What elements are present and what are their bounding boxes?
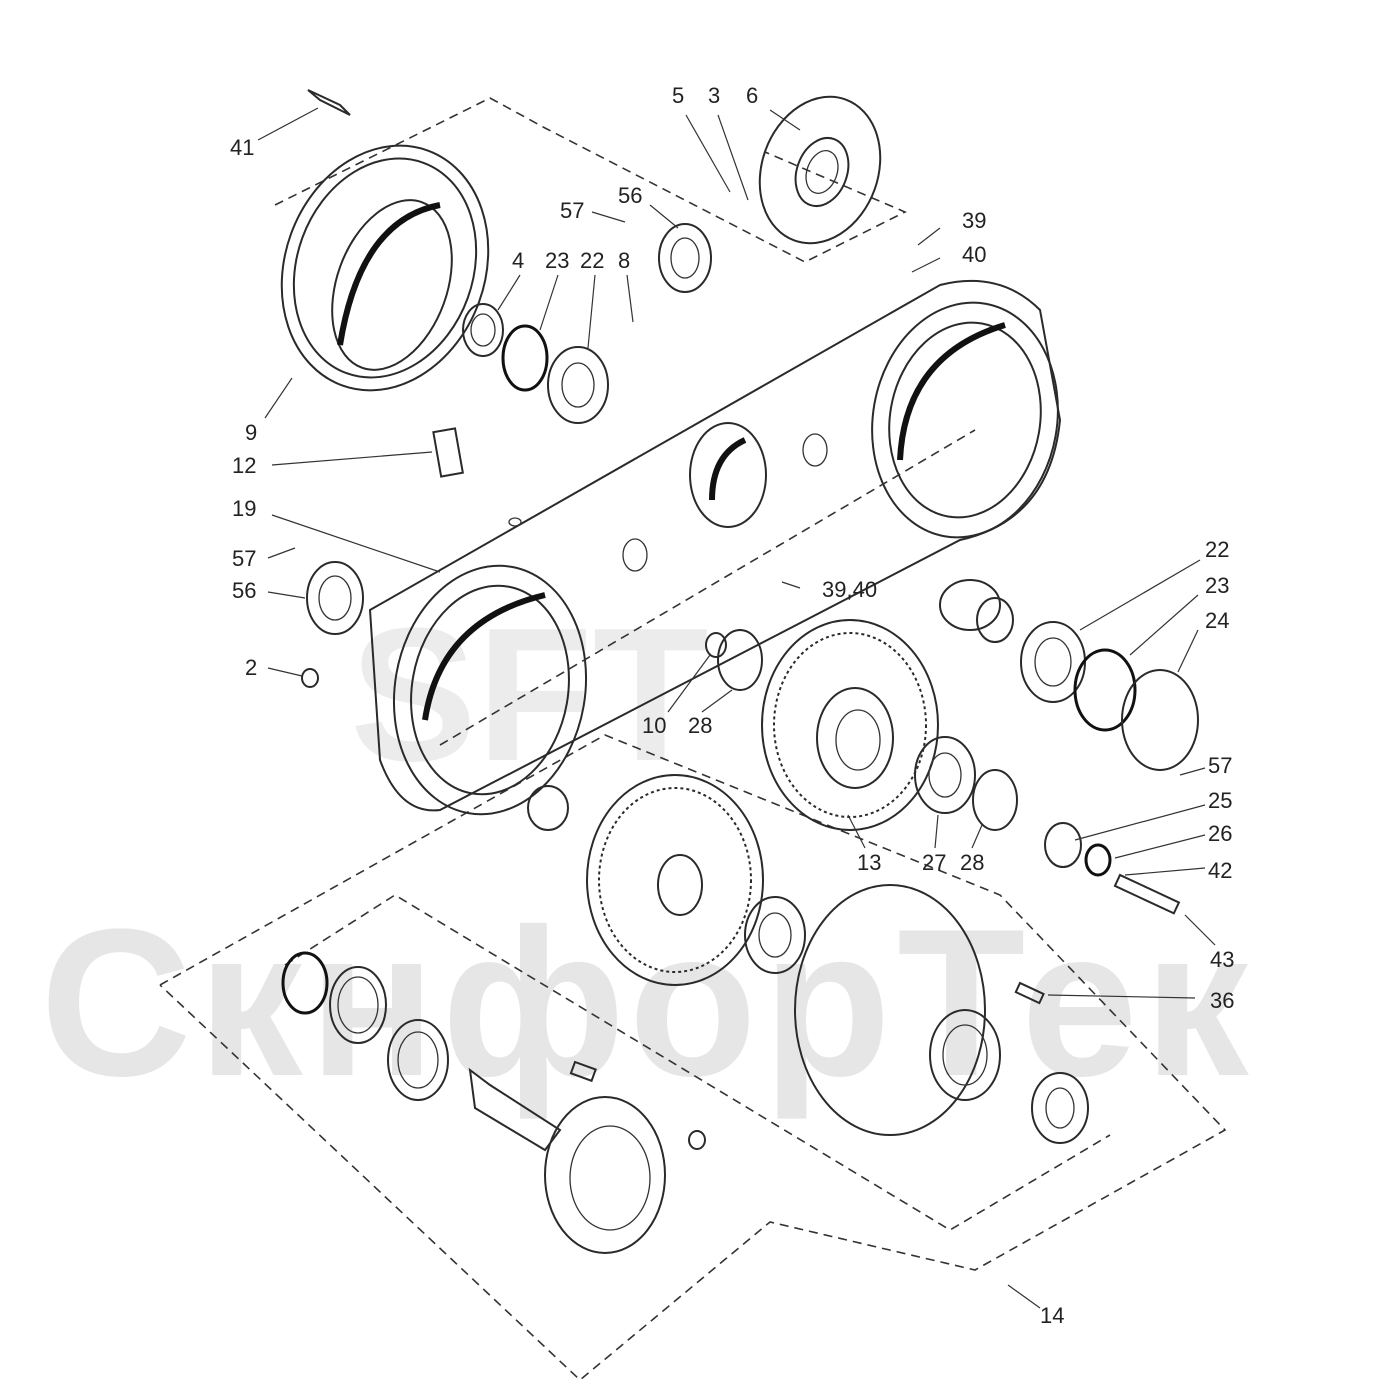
callout-3: 3 (708, 83, 720, 108)
callout-5: 5 (672, 83, 684, 108)
callout-42: 42 (1208, 858, 1232, 883)
callout-41: 41 (230, 135, 254, 160)
callout-25: 25 (1208, 788, 1232, 813)
callout-2: 2 (245, 655, 257, 680)
ring-part-9 (280, 144, 490, 392)
callout-27: 27 (922, 850, 946, 875)
top-small-parts (307, 89, 712, 478)
callout-24: 24 (1205, 608, 1229, 633)
callout-57-top: 57 (560, 198, 584, 223)
watermark-brand: СкнфорТек (40, 885, 1255, 1120)
gear-13 (705, 619, 1018, 831)
callout-28-left: 28 (688, 713, 712, 738)
callout-56-top: 56 (618, 183, 642, 208)
watermark-logo: SFT (350, 589, 709, 801)
callout-9: 9 (245, 420, 257, 445)
callout-22-right: 22 (1205, 537, 1229, 562)
callout-56-left: 56 (232, 578, 256, 603)
callout-19: 19 (232, 496, 256, 521)
callout-23-right: 23 (1205, 573, 1229, 598)
axle-parts (281, 951, 706, 1254)
assembly-outlines (159, 97, 1227, 1382)
callout-labels: 41 5 3 6 57 56 39 4 23 22 8 40 9 12 19 5… (230, 83, 1234, 1328)
callout-6: 6 (746, 83, 758, 108)
cover-part-6 (758, 95, 882, 245)
main-housing (368, 279, 1062, 816)
callout-8: 8 (618, 248, 630, 273)
callout-57-right: 57 (1208, 753, 1232, 778)
left-seal-parts (301, 561, 364, 688)
callout-36: 36 (1210, 988, 1234, 1013)
callout-40: 40 (962, 242, 986, 267)
hub-housing (794, 884, 1089, 1144)
right-shaft-parts (939, 579, 1199, 915)
callout-28-right: 28 (960, 850, 984, 875)
callout-4: 4 (512, 248, 524, 273)
callout-39: 39 (962, 208, 986, 233)
watermark: SFT СкнфорТек (40, 589, 1255, 1120)
callout-57-left: 57 (232, 546, 256, 571)
callout-39-40: 39,40 (822, 577, 877, 602)
callout-43: 43 (1210, 947, 1234, 972)
callout-22-top: 22 (580, 248, 604, 273)
callout-10: 10 (642, 713, 666, 738)
callout-26: 26 (1208, 821, 1232, 846)
callout-23-top: 23 (545, 248, 569, 273)
callout-13: 13 (857, 850, 881, 875)
gear-lower (527, 774, 806, 986)
callout-12: 12 (232, 453, 256, 478)
callout-14: 14 (1040, 1303, 1064, 1328)
leader-lines (257, 107, 1216, 1309)
